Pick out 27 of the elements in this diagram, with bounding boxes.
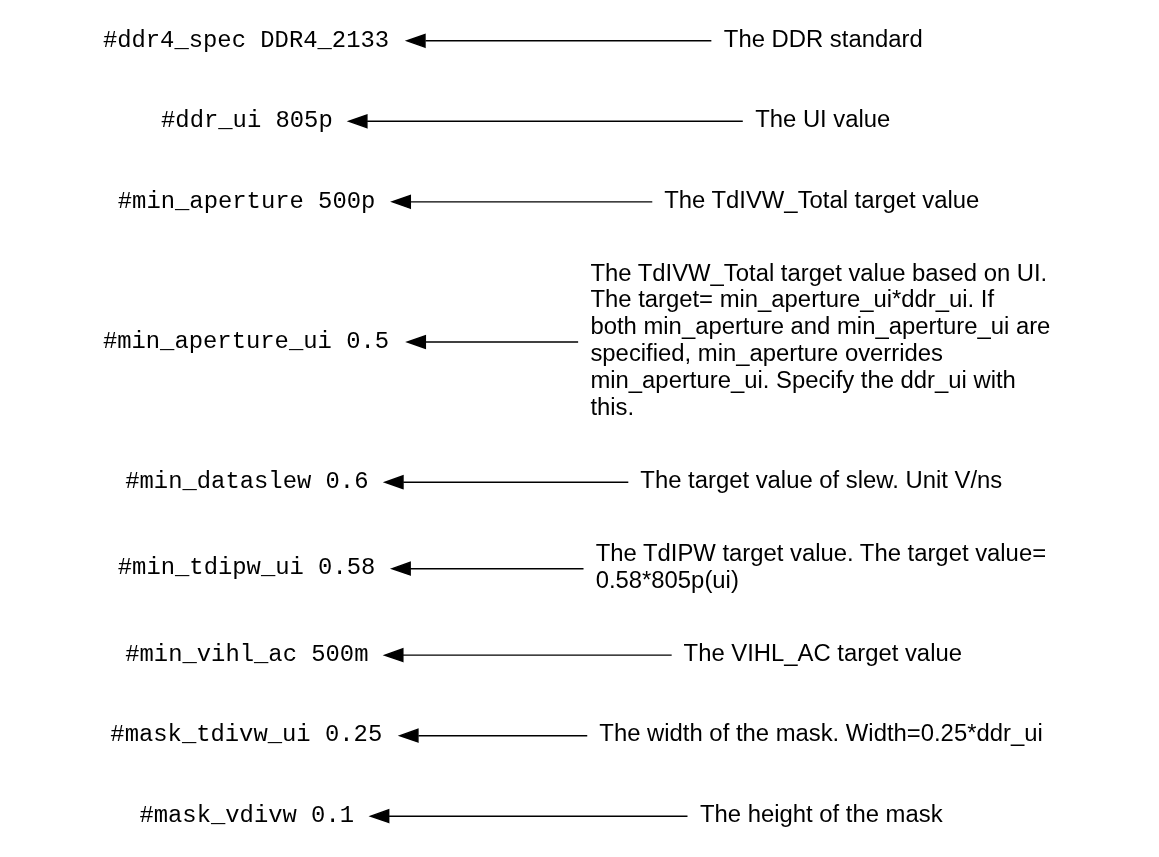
node-text: The DDR standard xyxy=(723,24,923,52)
arrow xyxy=(389,194,653,210)
arrow xyxy=(397,728,588,743)
node-text: #min_aperture_ui 0.5 xyxy=(102,327,389,355)
arrow xyxy=(404,33,712,49)
node-text: The UI value xyxy=(754,105,890,133)
arrow xyxy=(404,334,579,350)
node-text: The width of the mask. Width=0.25*ddr_ui xyxy=(598,719,1043,747)
node-text: The target value of slew. Unit V/ns xyxy=(639,465,1002,493)
node-text: The height of the mask xyxy=(699,799,943,827)
node-text: #ddr_ui 805p xyxy=(160,107,333,135)
node-text: The TdIVW_Total target value xyxy=(663,185,979,213)
node-text: #min_dataslew 0.6 xyxy=(124,467,369,495)
arrow xyxy=(368,808,688,824)
node-text: The TdIVW_Total target value based on UI. The target= min_aperture_ui*ddr_ui. If both min_aperture and min_aperture_ui are specified, min_aperture overrides min_aperture_ui. Specify the ddr_ui with this. xyxy=(589,258,1050,420)
arrow xyxy=(389,561,584,576)
node-text: #min_aperture 500p xyxy=(117,187,375,215)
arrow xyxy=(382,647,672,663)
node-text: The VIHL_AC target value xyxy=(683,638,962,666)
node-text: The TdIPW target value. The target value= 0.58*805p(ui) xyxy=(595,538,1046,593)
node-text: #ddr4_spec DDR4_2133 xyxy=(102,26,389,54)
node-text: #mask_vdivw 0.1 xyxy=(138,801,354,829)
node-text: #mask_tdivw_ui 0.25 xyxy=(109,721,382,749)
node-text: #min_tdipw_ui 0.58 xyxy=(117,554,375,582)
arrow xyxy=(346,114,744,129)
node-text: #min_vihl_ac 500m xyxy=(124,640,369,668)
arrow xyxy=(382,474,629,490)
